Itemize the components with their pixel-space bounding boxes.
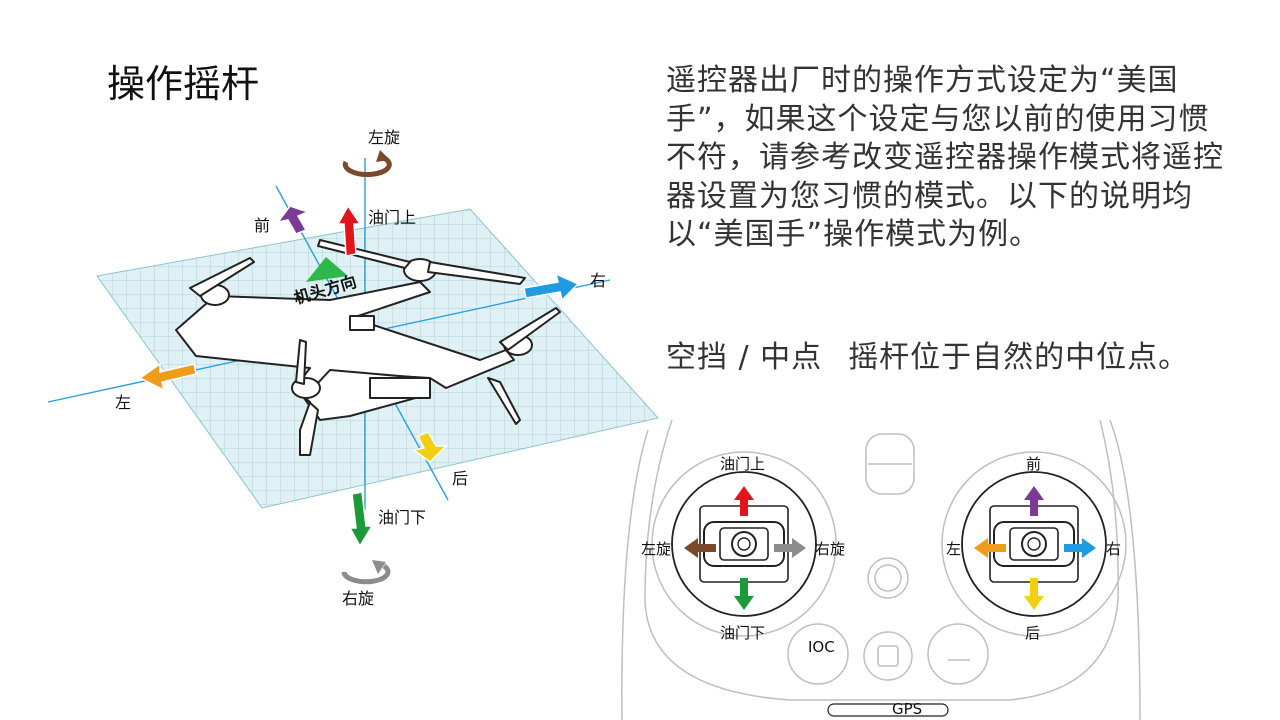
rotate-right-arrow <box>341 563 391 585</box>
backward-arrow <box>412 431 448 463</box>
right-stick-right-arrow <box>1064 538 1096 558</box>
neutral-label: 空挡 / 中点 <box>666 340 823 375</box>
throttle-down-arrow <box>348 491 374 548</box>
right-arrow <box>523 272 580 302</box>
page-title: 操作摇杆 <box>107 62 260 106</box>
center-wheel[interactable] <box>867 557 909 599</box>
right-stick-ring <box>941 451 1127 637</box>
throttle-up-label: 油门上 <box>368 208 416 227</box>
remote-outline <box>621 429 649 720</box>
left-stick-left-label: 左旋 <box>641 540 671 558</box>
left-stick-left-arrow <box>684 538 716 558</box>
left-stick-arrows <box>684 486 806 610</box>
left-label: 左 <box>115 393 131 412</box>
neutral-description: 空挡 / 中点摇杆位于自然的中位点。 <box>666 338 1189 378</box>
drone-body <box>175 239 561 456</box>
ioc-button-label: IOC <box>808 638 835 656</box>
heading-arrow <box>306 257 348 282</box>
mode-switch[interactable] <box>865 433 915 495</box>
rotate-right-label: 右旋 <box>342 589 374 608</box>
left-stick-down-arrow <box>734 578 754 610</box>
throttle-up-arrow <box>336 204 362 257</box>
mode-description: 遥控器出厂时的操作方式设定为“美国手”，如果这个设定与您以前的使用习惯不符，请参… <box>666 63 1224 252</box>
left-stick-up-label: 油门上 <box>720 455 765 473</box>
right-stick-left-label: 左 <box>946 540 961 558</box>
left-arrow <box>138 362 197 392</box>
right-stick-left-arrow <box>974 538 1006 558</box>
right-stick-arrows <box>974 486 1096 610</box>
right-stick-up-arrow <box>1024 486 1044 516</box>
status-bar <box>827 703 949 717</box>
left-stick-right-label: 右旋 <box>815 540 845 558</box>
neutral-text: 摇杆位于自然的中位点。 <box>848 340 1190 375</box>
left-stick-right-arrow <box>774 538 806 558</box>
right-stick-down-label: 后 <box>1025 624 1040 642</box>
camera-button[interactable] <box>927 623 989 685</box>
forward-arrow <box>276 205 311 235</box>
left-stick-up-arrow <box>734 486 754 516</box>
drone-diagram: 机头方向 前 油门上 左旋 右 左 后 油门下 右旋 <box>47 128 659 608</box>
right-stick-up-label: 前 <box>1026 455 1041 473</box>
right-label: 右 <box>590 271 606 290</box>
rotate-left-arrow <box>342 155 392 177</box>
left-stick-ring <box>651 451 837 637</box>
throttle-down-label: 油门下 <box>378 508 426 527</box>
remote-controller <box>621 419 1141 720</box>
ioc-button[interactable] <box>787 623 849 685</box>
right-stick-down-arrow <box>1024 578 1044 610</box>
right-stick-right-label: 右 <box>1106 540 1121 558</box>
backward-label: 后 <box>452 469 468 488</box>
forward-label: 前 <box>254 216 270 235</box>
status-gps-label: GPS <box>892 700 922 718</box>
rotate-left-label: 左旋 <box>368 128 400 147</box>
home-button[interactable] <box>863 631 913 681</box>
left-stick-down-label: 油门下 <box>720 624 765 642</box>
